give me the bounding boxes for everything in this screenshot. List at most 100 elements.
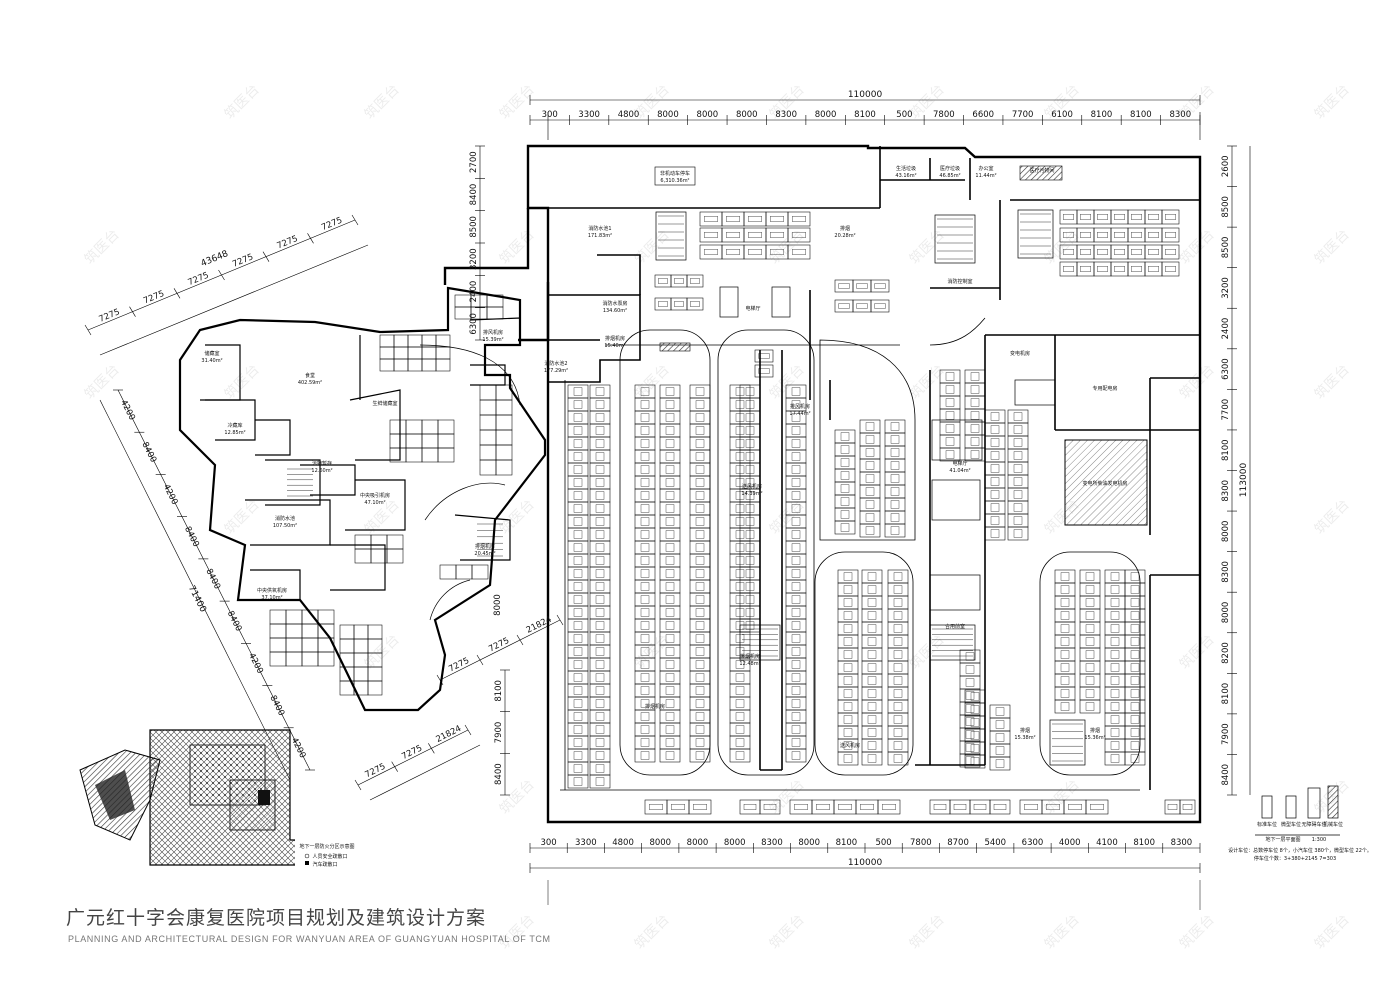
- watermark-text: 筑医台: [632, 227, 673, 268]
- parking-stall: [1007, 500, 1029, 515]
- watermark-text: 筑医台: [907, 227, 948, 268]
- car-symbol: [791, 595, 801, 604]
- parking-stall: [589, 644, 611, 659]
- car-symbol: [890, 526, 900, 535]
- parking-stall: [634, 488, 656, 503]
- car-symbol: [640, 478, 650, 487]
- car-symbol: [595, 439, 605, 448]
- parking-stall: [984, 435, 1006, 450]
- car-symbol: [791, 582, 801, 591]
- parking-stall: [939, 447, 961, 462]
- car-symbol: [1110, 728, 1120, 737]
- car-symbol: [640, 751, 650, 760]
- parking-stall: [301, 637, 319, 653]
- car-symbol: [1013, 425, 1023, 434]
- dimension-lines: [84, 95, 1251, 873]
- car-symbol: [573, 751, 583, 760]
- car-symbol: [695, 569, 705, 578]
- car-symbol: [665, 686, 675, 695]
- car-symbol: [970, 437, 980, 446]
- car-symbol: [595, 543, 605, 552]
- parking-stall: [589, 748, 611, 763]
- parking-stall: [659, 722, 681, 737]
- parking-stall: [787, 211, 811, 227]
- car-symbol: [573, 647, 583, 656]
- parking-stall: [589, 709, 611, 724]
- car-symbol: [990, 516, 1000, 525]
- parking-stall: [1079, 634, 1101, 649]
- car-symbol: [1085, 598, 1095, 607]
- car-symbol: [640, 634, 650, 643]
- parking-stall: [1054, 647, 1076, 662]
- car-symbol: [1060, 702, 1070, 711]
- car-symbol: [665, 491, 675, 500]
- parking-stall: [1124, 725, 1146, 740]
- parking-stall: [861, 660, 883, 675]
- dimension-left: 6300: [469, 313, 479, 335]
- legend-icon-label: 微型车位: [1281, 821, 1301, 828]
- room-living-waste: 生活垃圾: [896, 165, 916, 172]
- parking-stall: [421, 358, 437, 372]
- parking-stall: [884, 523, 906, 538]
- car-symbol: [867, 754, 877, 763]
- parking-stall: [479, 459, 497, 476]
- car-symbol: [965, 665, 975, 674]
- car-symbol: [745, 569, 755, 578]
- car-symbol: [1110, 741, 1120, 750]
- car-symbol: [1165, 232, 1176, 238]
- car-symbol: [595, 725, 605, 734]
- parking-stall: [1085, 799, 1109, 815]
- room-smoke-exhaust-4: 排烟机房: [645, 703, 665, 710]
- car-symbol: [990, 529, 1000, 538]
- car-symbol: [791, 517, 801, 526]
- parking-stall: [939, 395, 961, 410]
- parking-stall: [589, 722, 611, 737]
- car-symbol: [1110, 754, 1120, 763]
- parking-stall: [984, 474, 1006, 489]
- car-symbol: [945, 424, 955, 433]
- parking-stall: [689, 488, 711, 503]
- car-symbol: [1068, 804, 1082, 810]
- parking-stall: [1079, 686, 1101, 701]
- car-symbol: [595, 387, 605, 396]
- dimension-left-lower: 8400: [494, 763, 504, 785]
- car-symbol: [1131, 232, 1142, 238]
- car-symbol: [665, 530, 675, 539]
- car-symbol: [695, 439, 705, 448]
- car-symbol: [965, 691, 975, 700]
- car-symbol: [893, 572, 903, 581]
- dimension-right: 2400: [1221, 318, 1231, 340]
- parking-stall: [634, 579, 656, 594]
- parking-stall: [964, 702, 986, 717]
- parking-stall: [634, 566, 656, 581]
- car-symbol: [695, 608, 705, 617]
- dimension-value: 8000: [649, 838, 671, 848]
- car-symbol: [573, 595, 583, 604]
- parking-stall: [859, 471, 881, 486]
- parking-stall: [659, 618, 681, 633]
- car-symbol: [665, 517, 675, 526]
- car-symbol: [890, 435, 900, 444]
- dimension-value: 8100: [854, 110, 876, 120]
- car-symbol: [595, 413, 605, 422]
- dimension-wing-top: 7275: [187, 271, 211, 288]
- car-symbol: [791, 504, 801, 513]
- watermark-text: 筑医台: [222, 497, 263, 538]
- parking-stall: [785, 436, 807, 451]
- parking-stall: [939, 382, 961, 397]
- car-symbol: [1060, 663, 1070, 672]
- car-symbol: [867, 728, 877, 737]
- car-symbol: [1131, 266, 1142, 272]
- parking-stall: [887, 673, 909, 688]
- dimension-value: 8100: [1091, 110, 1113, 120]
- car-symbol: [843, 689, 853, 698]
- car-symbol: [640, 569, 650, 578]
- car-symbol: [970, 411, 980, 420]
- car-symbol: [745, 595, 755, 604]
- car-symbol: [890, 422, 900, 431]
- car-symbol: [704, 249, 718, 255]
- parking-stall: [964, 395, 986, 410]
- dimension-value: 3300: [575, 838, 597, 848]
- car-symbol: [1080, 249, 1091, 255]
- parking-stall: [589, 696, 611, 711]
